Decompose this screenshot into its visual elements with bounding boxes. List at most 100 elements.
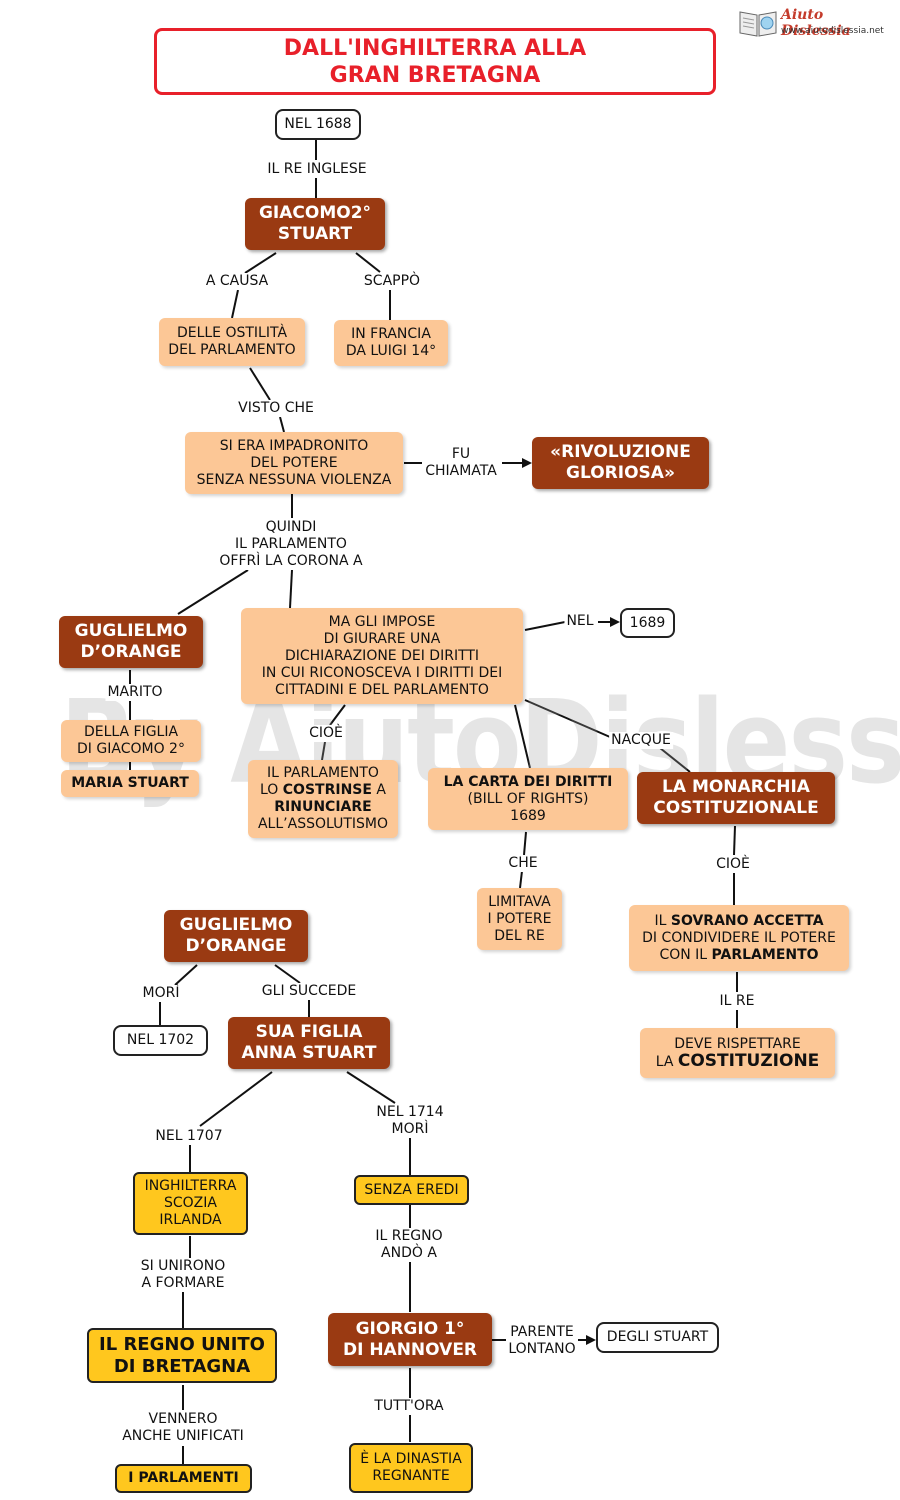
label-parente-lontano: PARENTE LONTANO [506, 1324, 578, 1358]
label-vennero: VENNERO ANCHE UNIFICATI [120, 1411, 246, 1445]
node-text: GUGLIELMO [74, 621, 188, 641]
node-text: LA MONARCHIA [662, 777, 810, 797]
node-text: IL REGNO UNITO [99, 1333, 265, 1355]
node-text: I POTERE [487, 910, 552, 927]
node-text: REGNANTE [372, 1468, 450, 1484]
node-giorgio-hannover: GIORGIO 1° DI HANNOVER [328, 1313, 492, 1366]
node-text: DI CONDIVIDERE IL POTERE [642, 929, 836, 946]
label-nel-1714-mori: NEL 1714 MORÌ [374, 1104, 446, 1138]
node-text: ALL’ASSOLUTISMO [257, 816, 388, 832]
node-dinastia-regnante: È LA DINASTIA REGNANTE [349, 1443, 473, 1493]
node-text: IRLANDA [159, 1212, 222, 1228]
node-regno-unito: IL REGNO UNITO DI BRETAGNA [87, 1328, 277, 1383]
label-text: QUINDI [265, 519, 317, 535]
node-carta-diritti: LA CARTA DEI DIRITTI (BILL OF RIGHTS) 16… [428, 768, 628, 830]
node-text: IN CUI RICONOSCEVA I DIRITTI DEI [261, 664, 503, 681]
node-guglielmo-orange-1: GUGLIELMO D’ORANGE [59, 616, 203, 668]
node-text: «RIVOLUZIONE [550, 442, 691, 462]
label-scappo: SCAPPÒ [361, 273, 423, 290]
node-text: SUA FIGLIA [255, 1022, 363, 1042]
node-text: GIACOMO2° [258, 203, 372, 223]
label-text: IL RE [719, 993, 755, 1009]
book-icon [739, 11, 777, 37]
link-impose-carta [514, 704, 531, 769]
node-text-bold: RINUNCIARE [274, 799, 372, 815]
node-text-mixed: CON IL PARLAMENTO [659, 947, 818, 964]
label-text: MORÌ [391, 1121, 429, 1137]
node-text: GIORGIO 1° [355, 1318, 465, 1339]
node-text: MARIA STUART [71, 775, 189, 791]
node-text-bold: PARLAMENTO [711, 946, 819, 963]
node-text: DEL RE [494, 927, 545, 944]
label-text: OFFRÌ LA CORONA A [219, 553, 363, 569]
link-impose-cioe [329, 704, 346, 726]
label-text: SI UNIRONO [140, 1258, 226, 1274]
link-ostilita-visto [249, 367, 271, 401]
label-gli-succede: GLI SUCCEDE [259, 983, 359, 1000]
node-text: CITTADINI E DEL PARLAMENTO [275, 681, 489, 698]
link-quindi-impose [289, 569, 293, 609]
node-parlamenti: I PARLAMENTI [115, 1464, 252, 1493]
node-ostilita: DELLE OSTILITÀ DEL PARLAMENTO [159, 318, 305, 366]
node-limitava: LIMITAVA I POTERE DEL RE [477, 888, 562, 950]
node-text-bold: COSTITUZIONE [677, 1050, 820, 1071]
node-text: A [371, 782, 386, 798]
label-text: CIOÈ [716, 856, 750, 872]
node-text: DI GIACOMO 2° [77, 741, 185, 757]
node-text-mixed: LO COSTRINSE A [260, 782, 386, 799]
link-guglielmo2-mori [174, 964, 198, 986]
link-acausa-ostilita [231, 289, 239, 319]
node-anna-stuart: SUA FIGLIA ANNA STUART [228, 1017, 390, 1069]
label-text: A FORMARE [141, 1275, 225, 1291]
node-maria-stuart: MARIA STUART [61, 770, 199, 797]
site-logo: Aiuto Dislessia www.aiutodislessia.net [738, 6, 888, 40]
node-text: NEL 1702 [126, 1032, 195, 1048]
node-text: GUGLIELMO [179, 915, 293, 935]
link-monarchia-cioe [733, 825, 736, 856]
link-carta-che [523, 831, 527, 856]
node-text: LA [655, 1053, 678, 1070]
node-text-mixed: IL SOVRANO ACCETTA [654, 913, 823, 930]
node-figlia-giacomo: DELLA FIGLIA DI GIACOMO 2° [61, 720, 201, 762]
node-giacomo-stuart: GIACOMO2° STUART [245, 198, 385, 250]
node-text: CON IL [659, 946, 712, 963]
node-rivoluzione-gloriosa: «RIVOLUZIONE GLORIOSA» [532, 437, 709, 489]
label-text: CIOÈ [309, 725, 343, 741]
label-re-inglese: IL RE INGLESE [265, 161, 369, 178]
link-nacque-monarchia [659, 747, 691, 773]
node-nel-1688: NEL 1688 [275, 109, 361, 140]
node-text: DELLE OSTILITÀ [176, 325, 288, 341]
node-costituzione: DEVE RISPETTARE LA COSTITUZIONE [640, 1028, 835, 1078]
node-text: STUART [277, 224, 353, 244]
node-text-bold: COSTRINSE [282, 782, 372, 798]
label-cioe-2: CIOÈ [714, 856, 752, 873]
node-text: COSTITUZIONALE [653, 798, 819, 818]
label-a-causa: A CAUSA [203, 273, 271, 290]
label-mori: MORÌ [140, 985, 182, 1002]
label-tuttora: TUTT'ORA [372, 1398, 446, 1415]
label-text: SCAPPÒ [363, 273, 421, 289]
node-text: NEL 1688 [284, 116, 352, 132]
node-text: DELLA FIGLIA [83, 724, 179, 740]
label-visto-che: VISTO CHE [236, 400, 316, 417]
node-text: 1689 [629, 614, 666, 631]
label-fu-chiamata: FU CHIAMATA [423, 446, 499, 480]
node-text: SENZA NESSUNA VIOLENZA [196, 471, 392, 488]
node-text: MA GLI IMPOSE [328, 613, 436, 630]
label-il-re: IL RE [717, 993, 757, 1010]
link-quindi-guglielmo [177, 569, 249, 615]
label-che: CHE [506, 855, 540, 872]
label-text: CHE [508, 855, 538, 871]
logo-url: www.aiutodislessia.net [781, 26, 884, 36]
label-il-regno-ando: IL REGNO ANDÒ A [373, 1228, 445, 1262]
label-text: IL REGNO [375, 1228, 443, 1244]
node-text: SCOZIA [164, 1195, 217, 1211]
label-text: NACQUE [611, 732, 671, 748]
node-text: IL [654, 912, 671, 929]
link-guglielmo2-succede [274, 964, 301, 984]
node-text: ANNA STUART [241, 1043, 377, 1063]
node-inghilterra-scozia-irlanda: INGHILTERRA SCOZIA IRLANDA [133, 1172, 248, 1235]
node-text: È LA DINASTIA [360, 1451, 462, 1467]
node-text: DEVE RISPETTARE [674, 1035, 801, 1052]
